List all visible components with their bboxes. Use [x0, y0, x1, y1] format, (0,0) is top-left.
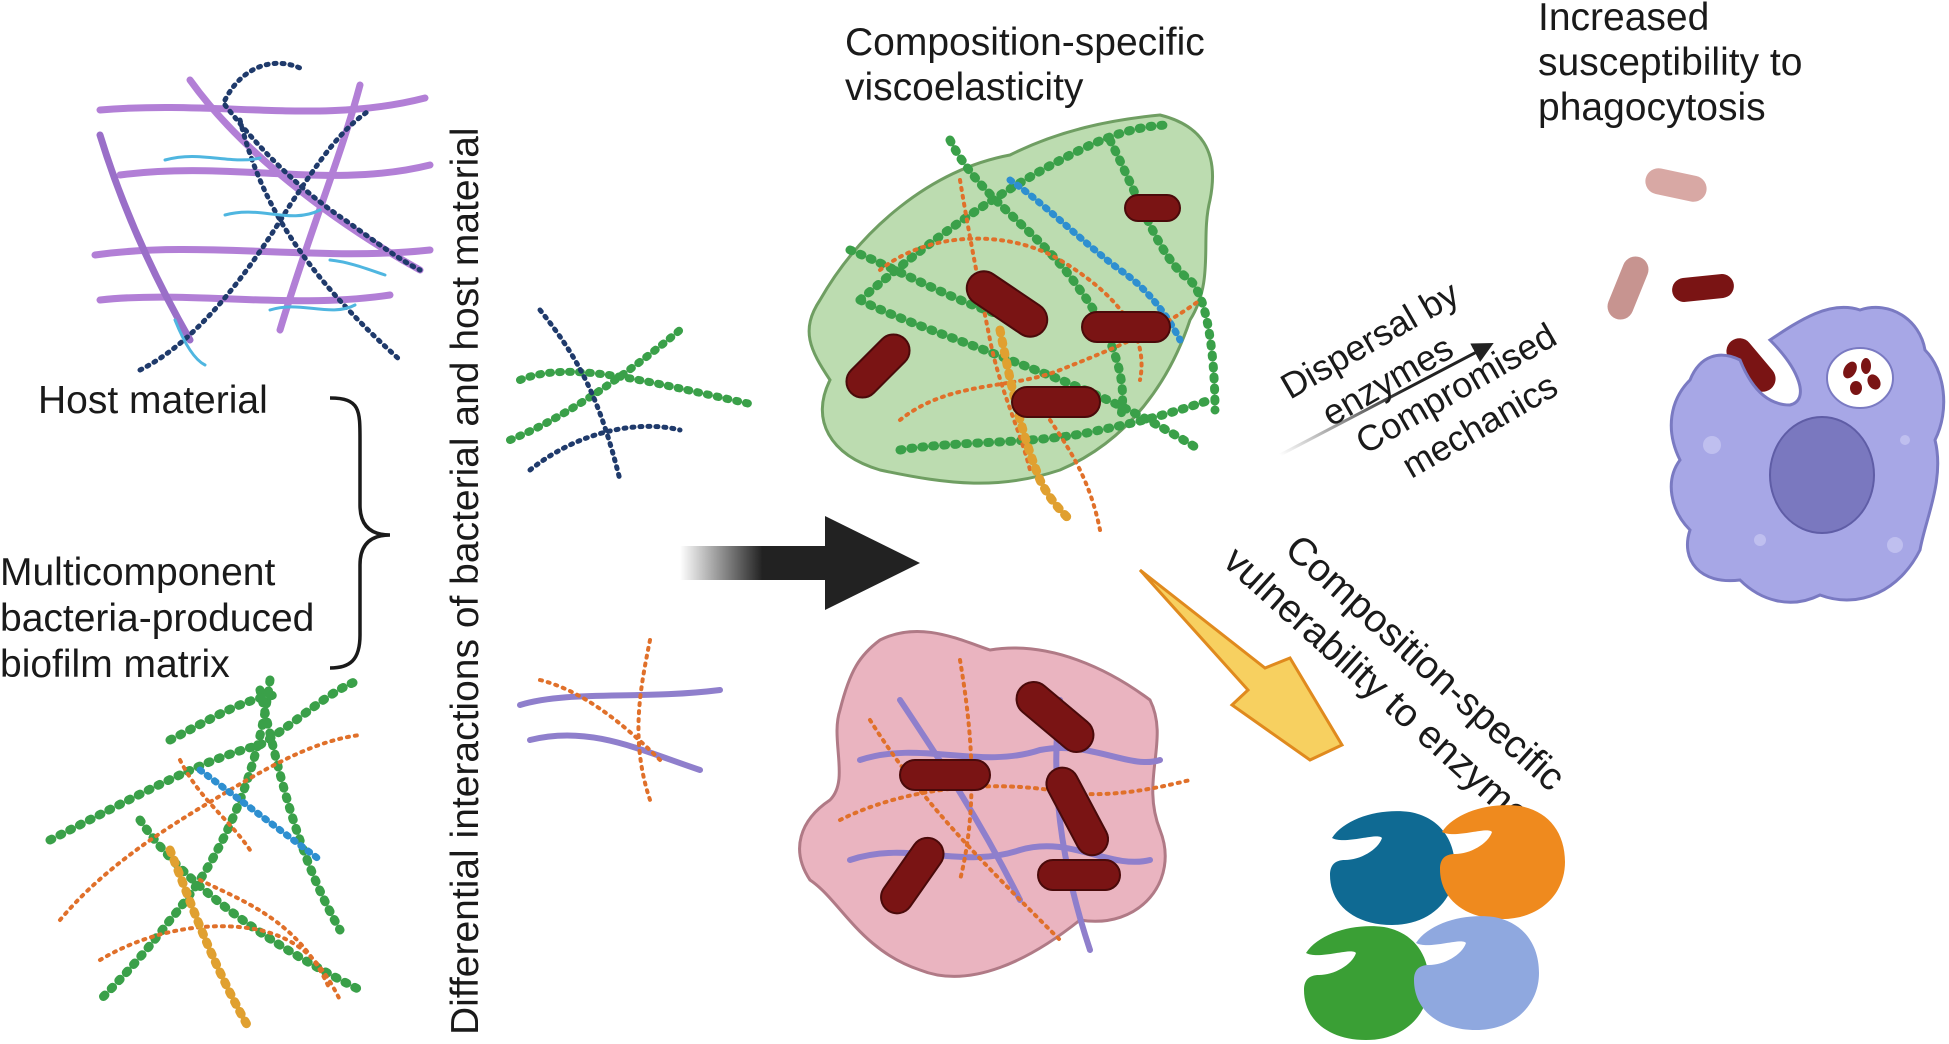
matrix-label-line1: Multicomponent [0, 551, 275, 594]
dispersal-arrow-icon [1279, 343, 1494, 457]
fiber-green [945, 135, 1128, 425]
host-glyco-strand [223, 208, 322, 218]
enzyme-group [1304, 805, 1565, 1040]
lightning-icon [1138, 568, 1345, 762]
green-biofilm [807, 113, 1220, 532]
host-dark-fiber [137, 107, 373, 373]
bacterium-icon [1081, 311, 1171, 343]
bacterium-icon [1015, 681, 1095, 753]
bacterium-icon [1037, 859, 1121, 891]
bacterium-icon [1124, 194, 1181, 222]
host-glyco-strand [328, 258, 387, 277]
host-dark-fiber [222, 60, 303, 103]
host-fiber [96, 94, 429, 115]
fiber-orange [898, 298, 1202, 422]
fiber-purple [527, 732, 703, 773]
enzyme-icon [1330, 811, 1455, 925]
bacterium-fragment [1861, 358, 1871, 374]
fiber-green [895, 395, 1215, 455]
fiber-purple [857, 744, 1163, 766]
fiber-orange [636, 638, 652, 802]
enzyme-icon [1440, 805, 1565, 919]
matrix-fiber-blue [196, 766, 324, 864]
fiber-green [855, 120, 1175, 305]
phagosome [1826, 347, 1894, 409]
bacterium-icon [1607, 256, 1649, 320]
matrix-fiber-green [45, 675, 365, 845]
pink-biofilm [798, 629, 1192, 978]
bacterium-icon [880, 836, 945, 915]
fiber-orange [868, 718, 1062, 942]
process-arrow-icon [680, 516, 920, 610]
matrix-fiber-orange [98, 924, 342, 1002]
macrophage-icon [1669, 305, 1946, 604]
fiber-orange [958, 178, 1032, 472]
bacterium-fragment [1867, 374, 1881, 390]
fiber-yellow [995, 325, 1075, 525]
matrix-fiber-orange [178, 758, 252, 852]
vesicle [1887, 537, 1903, 553]
host-glyco-strand [173, 318, 207, 367]
fiber-orange [1048, 418, 1102, 532]
host-dark-fiber [237, 117, 403, 363]
phagocytosis-label-line1: Increased [1538, 0, 1709, 39]
bacterium-icon [899, 759, 991, 791]
brace-icon [329, 396, 391, 670]
interactions-label: Differential interactions of bacterial a… [444, 127, 487, 1035]
fiber-green [516, 367, 759, 409]
mixed-fibers-top [506, 307, 759, 483]
enzyme-icon [1414, 916, 1539, 1030]
matrix-label-line2: bacteria-produced [0, 597, 314, 640]
fiber-orange [838, 778, 1192, 822]
fiber-orange [538, 678, 662, 762]
enzyme-icon [1304, 926, 1429, 1040]
viscoelasticity-label-line2: viscoelasticity [845, 66, 1084, 109]
fiber-purple [517, 687, 723, 708]
host-material-label: Host material [38, 379, 268, 422]
fiber-purple [897, 697, 1023, 903]
bacterium-fragment [1843, 361, 1857, 379]
bacterium-icon [1645, 168, 1707, 202]
fiber-navy [537, 307, 623, 483]
matrix-label-line3: biofilm matrix [0, 643, 230, 686]
matrix-fiber-yellow [165, 845, 255, 1035]
bacterium-icon [1011, 386, 1101, 418]
matrix-fiber-orange [58, 733, 362, 922]
matrix-fiber-green [165, 690, 280, 745]
vesicle [1754, 534, 1766, 546]
host-fiber [96, 291, 394, 305]
bacterium-icon [1045, 766, 1110, 857]
fiber-green [1105, 135, 1220, 415]
host-glyco-strand [163, 154, 262, 162]
host-dark-fiber [222, 102, 423, 273]
fiber-navy [527, 423, 683, 473]
host-glyco-strand [268, 303, 357, 312]
bacterium-icon [1672, 274, 1734, 302]
nucleus [1769, 416, 1875, 534]
viscoelasticity-label-line1: Composition-specific [845, 21, 1205, 64]
matrix-fiber-green [255, 685, 345, 935]
host-fiber [276, 81, 364, 334]
bacterium-icon [1726, 338, 1776, 392]
vesicle [1703, 436, 1721, 454]
mixed-fibers-bottom [517, 638, 723, 802]
vesicle [1900, 435, 1910, 445]
host-fiber [96, 131, 194, 344]
fiber-green [506, 326, 684, 444]
bacterium-icon [845, 333, 911, 399]
host-material-network [91, 60, 434, 373]
matrix-fiber-orange [198, 878, 332, 992]
phagocytosis-label-line2: susceptibility to [1538, 41, 1802, 84]
phagocytosis-label-line3: phagocytosis [1538, 86, 1766, 129]
biofilm-pink-body [798, 629, 1167, 978]
bacterium-icon [965, 270, 1049, 338]
matrix-network [45, 675, 365, 1035]
fiber-purple [847, 843, 1153, 865]
bacterium-fragment [1850, 381, 1862, 395]
